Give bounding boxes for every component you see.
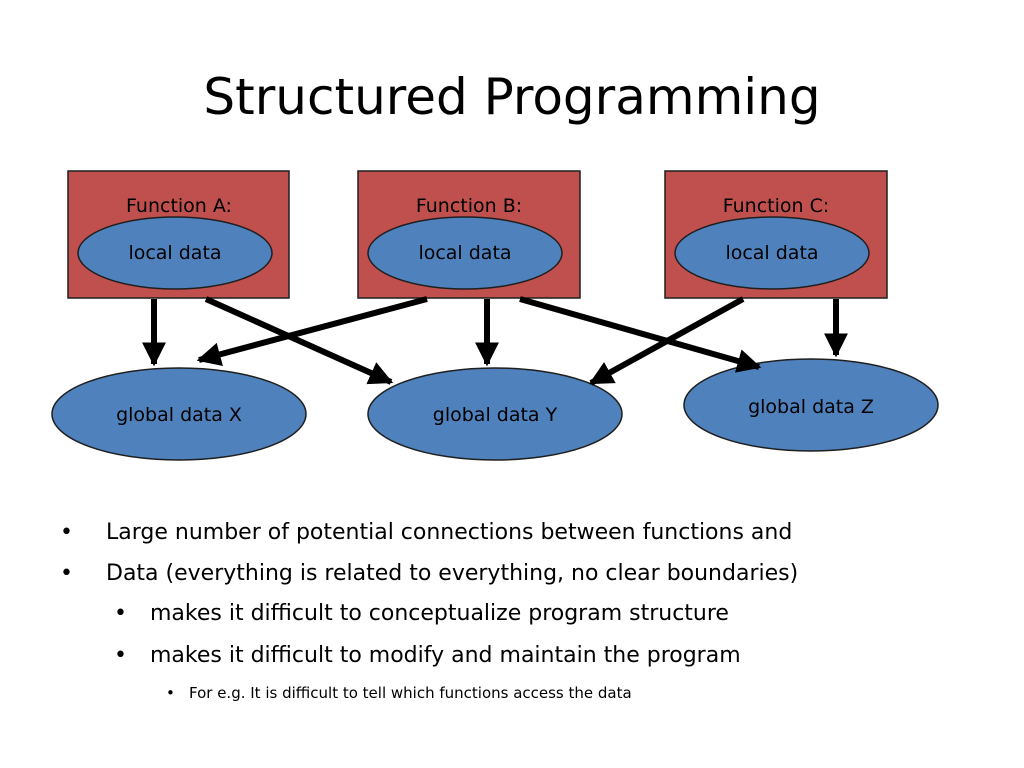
function-b-label: Function B: bbox=[416, 195, 522, 217]
arrow-b-to-x bbox=[196, 296, 428, 367]
bullet-item-4: • makes it difficult to modify and mainta… bbox=[114, 643, 741, 668]
bullet-text: makes it difficult to modify and maintai… bbox=[150, 643, 741, 668]
bullet-marker: • bbox=[60, 520, 73, 545]
bullet-marker: • bbox=[114, 643, 127, 668]
function-b-local-data-label: local data bbox=[418, 242, 511, 264]
global-data-y-ellipse bbox=[367, 367, 623, 461]
global-data-z-node: global data Z bbox=[683, 358, 939, 452]
function-b-local-data-ellipse bbox=[367, 216, 563, 290]
function-a-label: Function A: bbox=[126, 195, 232, 217]
function-c-local-data-label: local data bbox=[725, 242, 818, 264]
global-data-z-ellipse bbox=[683, 358, 939, 452]
function-a-local-data-label: local data bbox=[128, 242, 221, 264]
bullet-text: Large number of potential connections be… bbox=[106, 520, 793, 545]
global-data-x-ellipse bbox=[51, 367, 307, 461]
bullet-text: For e.g. It is difficult to tell which f… bbox=[189, 684, 632, 702]
bullet-marker: • bbox=[166, 684, 175, 702]
arrow-a-to-y bbox=[204, 296, 394, 385]
bullet-item-2: • Data (everything is related to everythi… bbox=[60, 561, 798, 586]
bullet-marker: • bbox=[60, 561, 73, 586]
arrow-b-to-z bbox=[519, 296, 762, 373]
bullet-text: makes it difficult to conceptualize prog… bbox=[150, 601, 729, 626]
global-data-y-label: global data Y bbox=[433, 404, 558, 426]
global-data-z-label: global data Z bbox=[748, 396, 874, 418]
global-data-x-label: global data X bbox=[116, 404, 242, 426]
function-c-label: Function C: bbox=[723, 195, 830, 217]
global-data-x-node: global data X bbox=[51, 367, 307, 461]
global-data-y-node: global data Y bbox=[367, 367, 623, 461]
function-a-local-data-ellipse bbox=[77, 216, 273, 290]
bullet-item-1: • Large number of potential connections b… bbox=[60, 520, 792, 545]
function-a-box: Function A: local data bbox=[67, 170, 290, 299]
bullet-text: Data (everything is related to everythin… bbox=[106, 561, 799, 586]
bullet-item-5: • For e.g. It is difficult to tell which … bbox=[166, 684, 632, 702]
access-arrows bbox=[142, 296, 848, 386]
bullet-marker: • bbox=[114, 601, 127, 626]
arrow-c-to-y bbox=[588, 296, 745, 386]
slide-title: Structured Programming bbox=[203, 68, 821, 126]
function-c-local-data-ellipse bbox=[674, 216, 870, 290]
function-c-box: Function C: local data bbox=[664, 170, 888, 299]
bullet-item-3: • makes it difficult to conceptualize pro… bbox=[114, 601, 729, 626]
function-b-box: Function B: local data bbox=[357, 170, 581, 299]
